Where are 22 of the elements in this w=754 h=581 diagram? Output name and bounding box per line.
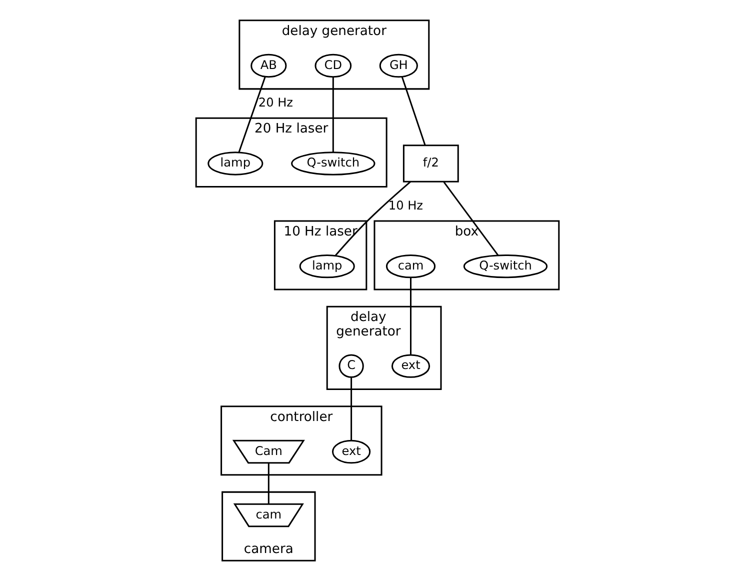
connector bbox=[334, 181, 410, 256]
node-ellipse: Q-switch bbox=[290, 152, 375, 176]
connector bbox=[332, 77, 334, 152]
node-ellipse: Q-switch bbox=[462, 254, 548, 278]
node-ellipse: ext bbox=[390, 354, 430, 378]
node-ellipse: ext bbox=[332, 440, 370, 464]
node-ellipse: GH bbox=[378, 54, 418, 78]
node-circle: C bbox=[338, 354, 364, 378]
connector bbox=[350, 377, 352, 441]
connector bbox=[267, 462, 269, 504]
connector bbox=[442, 182, 498, 256]
connector bbox=[410, 277, 412, 355]
node-ellipse: AB bbox=[250, 54, 286, 78]
node-ellipse: lamp bbox=[298, 254, 354, 278]
node-ellipse: lamp bbox=[207, 152, 263, 176]
edge-label: 20 Hz bbox=[258, 96, 293, 110]
node-box: f/2 bbox=[402, 144, 458, 182]
node-ellipse: cam bbox=[385, 254, 436, 278]
node-ellipse: CD bbox=[314, 54, 352, 78]
connector bbox=[238, 76, 266, 152]
connector bbox=[400, 76, 426, 146]
edge-label: 10 Hz bbox=[388, 198, 423, 212]
